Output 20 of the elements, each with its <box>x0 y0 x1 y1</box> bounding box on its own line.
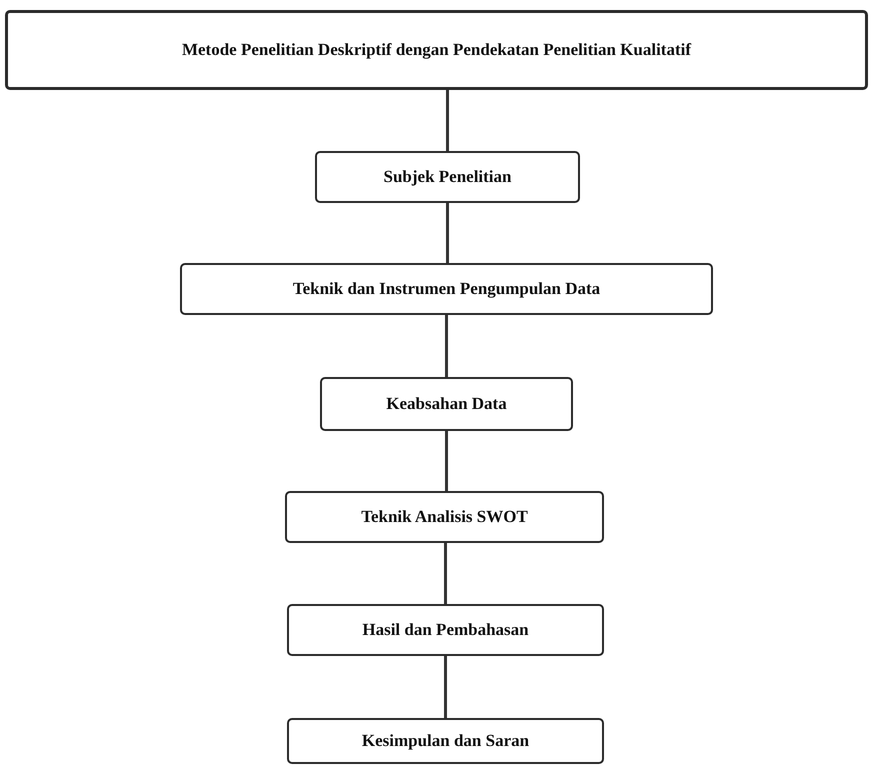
process-box <box>320 377 573 431</box>
box-label: Subjek Penelitian <box>384 167 512 187</box>
connector-line <box>445 315 448 377</box>
box-label: Keabsahan Data <box>386 394 507 414</box>
process-box <box>287 604 604 656</box>
box-label: Teknik Analisis SWOT <box>361 507 528 527</box>
process-box <box>5 10 868 90</box>
connector-line <box>444 543 447 604</box>
process-box <box>180 263 713 315</box>
connector-line <box>446 90 449 151</box>
connector-line <box>446 203 449 263</box>
box-label: Hasil dan Pembahasan <box>362 620 529 640</box>
process-box <box>285 491 604 543</box>
process-box <box>315 151 580 203</box>
connector-line <box>444 656 447 718</box>
box-label: Teknik dan Instrumen Pengumpulan Data <box>292 279 600 299</box>
box-label: Kesimpulan dan Saran <box>362 731 530 751</box>
process-box <box>287 718 604 764</box>
connector-line <box>445 431 448 491</box>
box-label: Metode Penelitian Deskriptif dengan Pendekatan Penelitian Kualitatif <box>182 40 692 60</box>
